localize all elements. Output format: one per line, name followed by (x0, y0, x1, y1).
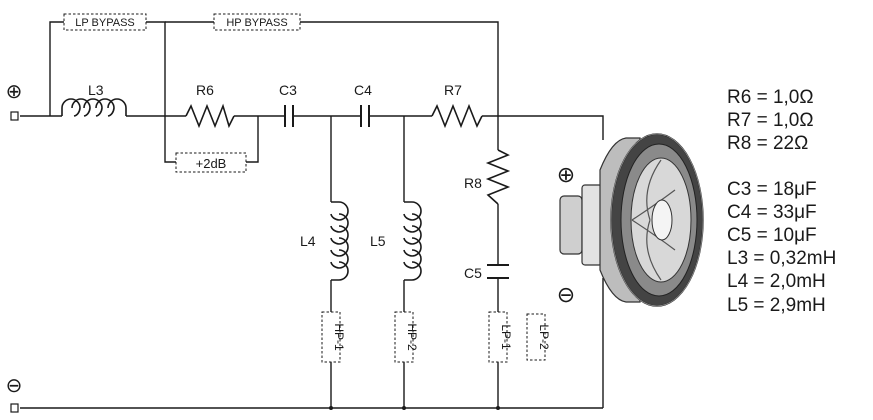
value-l4: L4 = 2,0mH (727, 271, 826, 293)
value-r8: R8 = 22Ω (727, 133, 809, 155)
inductor-l4 (330, 201, 349, 281)
value-l5: L5 = 2,9mH (727, 294, 826, 316)
hp2-tag: HP-2 (394, 311, 419, 363)
value-c5: C5 = 10μF (727, 225, 817, 247)
input-minus-terminal (10, 403, 19, 413)
l4-label: L4 (300, 233, 316, 249)
value-l3: L3 = 0,32mH (727, 248, 837, 270)
value-r6: R6 = 1,0Ω (727, 87, 814, 108)
c4-label: C4 (354, 82, 372, 98)
hp-bypass-tag: HP BYPASS (213, 13, 301, 31)
resistor-r6 (185, 103, 235, 129)
input-plus-terminal (10, 111, 19, 121)
lp-bypass-tag: LP BYPASS (63, 13, 147, 31)
lp1-text: LP-1 (499, 324, 513, 350)
capacitor-c4 (360, 105, 370, 127)
resistor-r7 (431, 103, 483, 129)
value-c4: C4 = 33μF (727, 201, 817, 223)
speaker-plus-symbol: ⊕ (557, 162, 575, 187)
lp-bypass-text: LP BYPASS (75, 17, 135, 29)
inductor-l5 (403, 201, 422, 281)
plus2db-text: +2dB (196, 156, 227, 171)
hp2-text: HP-2 (405, 323, 419, 351)
hp-bypass-text: HP BYPASS (226, 17, 287, 29)
c5-label: C5 (464, 265, 482, 281)
lp1-tag: LP-1 (488, 311, 513, 363)
woofer-speaker-icon (559, 133, 704, 307)
l3-label: L3 (88, 82, 104, 98)
c3-label: C3 (279, 82, 297, 98)
lp2-text: LP-2 (537, 324, 551, 350)
input-minus-symbol: ⊖ (6, 375, 23, 397)
resistor-r8 (485, 149, 511, 205)
hp1-text: HP-1 (332, 323, 346, 351)
capacitor-c3 (284, 105, 294, 127)
hp1-tag: HP-1 (321, 311, 346, 363)
value-r7: R7 = 1,0Ω (727, 110, 814, 132)
l5-label: L5 (370, 233, 386, 249)
plus2db-tag: +2dB (175, 152, 247, 173)
component-values-list: R6 = 1,0Ω R7 = 1,0Ω R8 = 22Ω C3 = 18μF C… (727, 86, 836, 317)
value-c3: C3 = 18μF (727, 178, 817, 200)
speaker-minus-symbol: ⊖ (557, 282, 575, 307)
capacitor-c5 (487, 264, 509, 279)
lp2-tag: LP-2 (526, 313, 551, 361)
r8-label: R8 (464, 175, 482, 191)
wiring (20, 21, 604, 410)
input-plus-symbol: ⊕ (6, 81, 23, 103)
inductor-l3 (61, 98, 140, 117)
r6-label: R6 (196, 82, 214, 98)
r7-label: R7 (444, 82, 462, 98)
